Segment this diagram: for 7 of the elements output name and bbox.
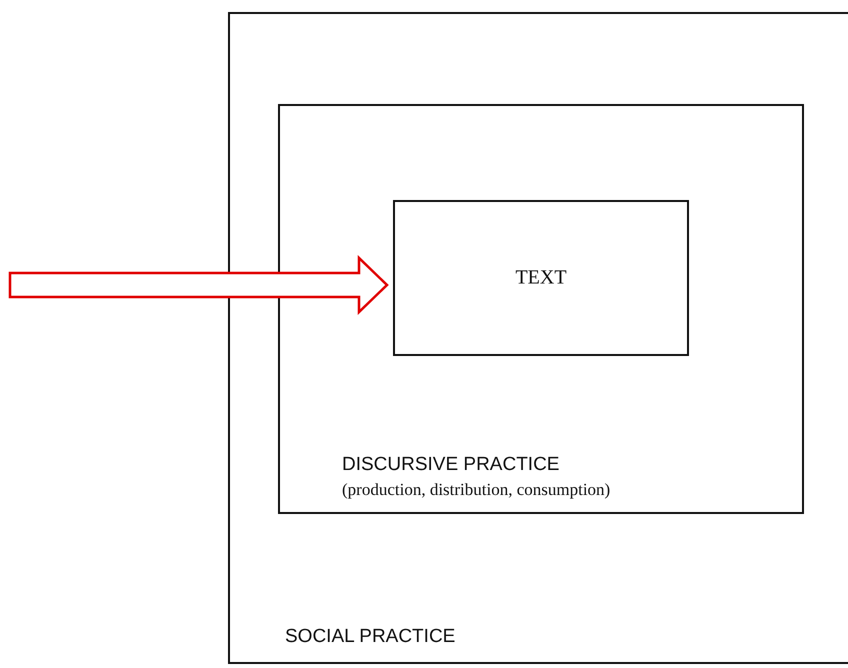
node-sublabel: (production, distribution, consumption) — [342, 480, 610, 500]
node-label: DISCURSIVE PRACTICE — [342, 454, 560, 476]
node-label: TEXT — [515, 266, 567, 290]
text-box — [393, 200, 689, 356]
block-arrow — [8, 255, 389, 315]
discursive-practice-box — [278, 104, 804, 514]
node-label: SOCIAL PRACTICE — [285, 626, 456, 648]
